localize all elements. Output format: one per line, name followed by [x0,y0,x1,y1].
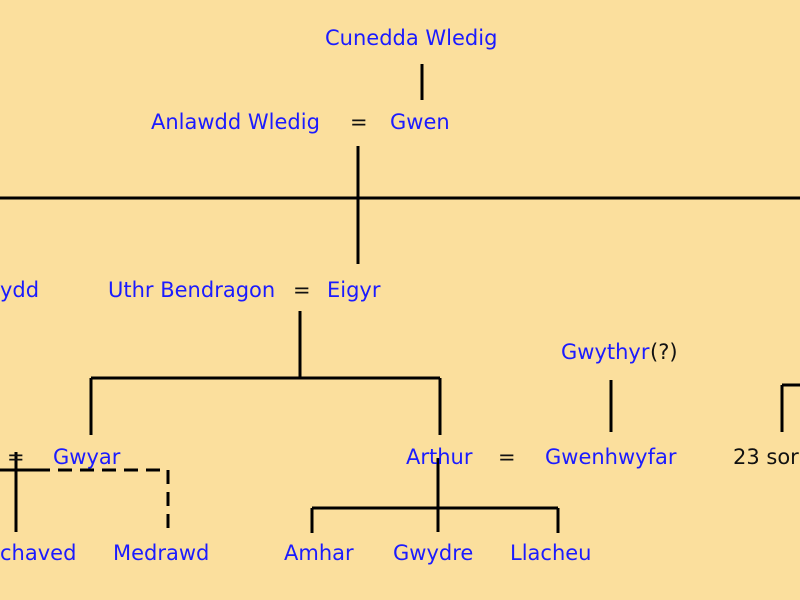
person-partial-chaved[interactable]: chaved [0,541,77,565]
person-gwydre[interactable]: Gwydre [393,541,474,565]
person-gwyar[interactable]: Gwyar [53,445,121,469]
uncertain-mark-gwythyr: (?) [650,340,678,364]
person-medrawd[interactable]: Medrawd [113,541,210,565]
person-cunedda-wledig[interactable]: Cunedda Wledig [325,26,498,50]
person-arthur[interactable]: Arthur [406,445,473,469]
person-partial-ydd[interactable]: ydd [0,278,40,302]
person-gwenhwyfar[interactable]: Gwenhwyfar [545,445,677,469]
person-eigyr[interactable]: Eigyr [327,278,381,302]
person-gwen[interactable]: Gwen [390,110,450,134]
person-gwythyr[interactable]: Gwythyr [561,340,650,364]
person-llacheu[interactable]: Llacheu [510,541,592,565]
person-anlawdd-wledig[interactable]: Anlawdd Wledig [151,110,320,134]
marriage-sign-left-couple: = [7,445,25,469]
marriage-sign-uthr-eigyr: = [293,278,311,302]
person-uthr-bendragon[interactable]: Uthr Bendragon [108,278,276,302]
sons-count-partial: 23 sor [733,445,799,469]
marriage-sign-arthur-gwenhwyfar: = [498,445,516,469]
marriage-sign-anlawdd-gwen: = [350,110,368,134]
person-amhar[interactable]: Amhar [284,541,354,565]
